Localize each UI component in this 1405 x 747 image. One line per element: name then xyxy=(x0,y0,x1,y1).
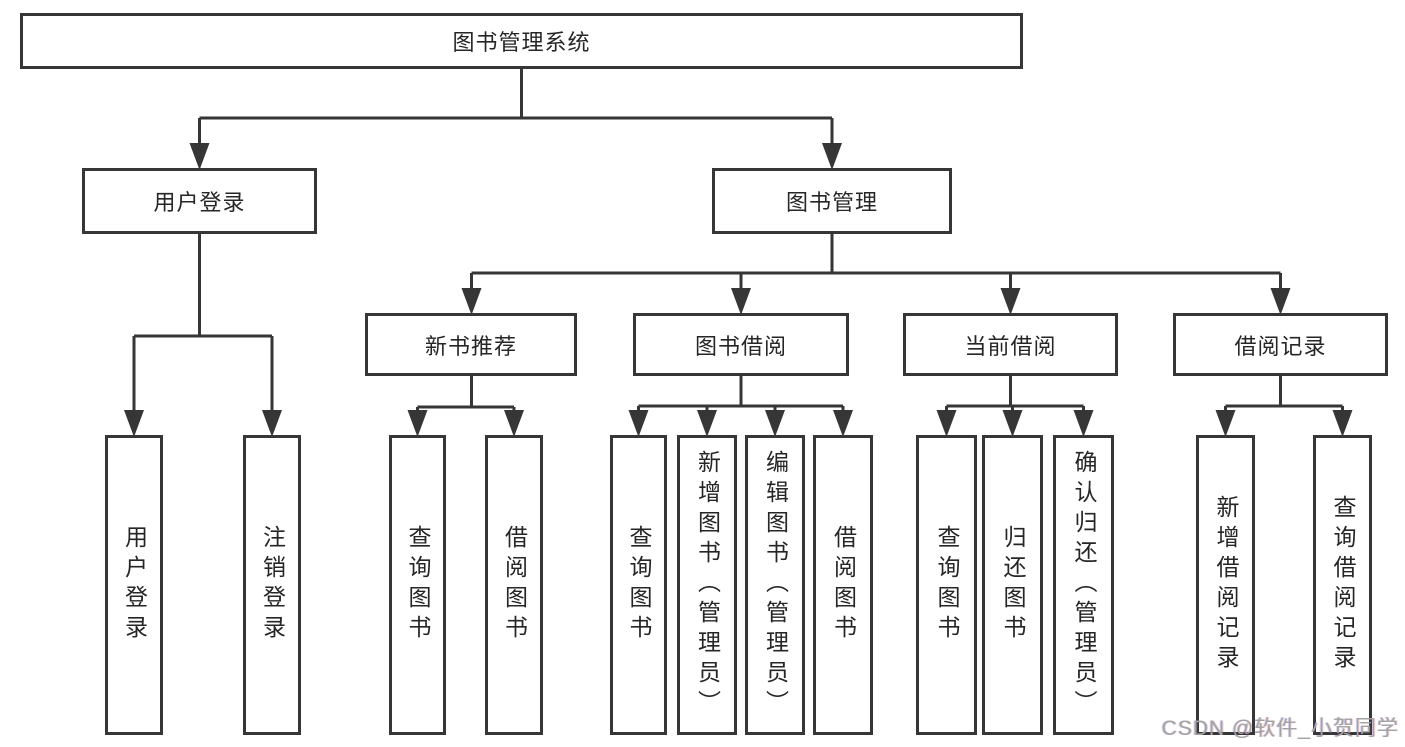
leaf-borrow-books-1: 借阅图书 xyxy=(485,435,543,735)
leaf-label: 查询借阅记录 xyxy=(1330,495,1356,675)
node-label: 新书推荐 xyxy=(424,333,517,359)
node-label: 用户登录 xyxy=(153,190,246,215)
node-label: 图书管理 xyxy=(785,190,878,215)
leaf-return-books: 归还图书 xyxy=(982,435,1043,735)
leaf-label: 借阅图书 xyxy=(830,525,857,645)
node-root: 图书管理系统 xyxy=(20,13,1023,69)
node-label: 当前借阅 xyxy=(964,333,1057,359)
leaf-query-books-1: 查询图书 xyxy=(389,435,446,735)
node-root-label: 图书管理系统 xyxy=(452,30,591,55)
leaf-user-login: 用户登录 xyxy=(105,435,163,735)
leaf-add-borrow-record: 新增借阅记录 xyxy=(1196,435,1255,735)
leaf-edit-books-admin: 编辑图书（管理员） xyxy=(745,435,805,735)
leaf-label: 查询图书 xyxy=(626,525,652,645)
arrowheads xyxy=(124,143,1353,437)
leaf-borrow-books-2: 借阅图书 xyxy=(813,435,873,735)
leaf-add-books-admin: 新增图书（管理员） xyxy=(677,435,737,735)
leaf-label: 确认归还（管理员） xyxy=(1071,450,1097,720)
leaf-confirm-return-admin: 确认归还（管理员） xyxy=(1053,435,1114,735)
csdn-watermark: CSDN @软件_小贺同学 xyxy=(1161,717,1399,740)
leaf-query-books-2: 查询图书 xyxy=(610,435,667,735)
node-book-management: 图书管理 xyxy=(712,168,952,234)
leaf-label: 查询图书 xyxy=(405,525,431,645)
leaf-label: 用户登录 xyxy=(121,525,148,645)
leaf-label: 借阅图书 xyxy=(501,525,528,645)
leaf-label: 新增图书（管理员） xyxy=(694,450,721,720)
leaf-logout: 注销登录 xyxy=(243,435,301,735)
node-user-login: 用户登录 xyxy=(82,168,317,234)
leaf-label: 查询图书 xyxy=(934,525,960,645)
node-label: 图书借阅 xyxy=(694,333,787,359)
leaf-label: 注销登录 xyxy=(259,525,286,645)
node-label: 借阅记录 xyxy=(1234,333,1327,359)
node-new-book-recommend: 新书推荐 xyxy=(365,313,577,376)
leaf-query-books-3: 查询图书 xyxy=(916,435,977,735)
leaf-label: 编辑图书（管理员） xyxy=(762,450,789,720)
leaf-label: 新增借阅记录 xyxy=(1213,495,1239,675)
leaf-label: 归还图书 xyxy=(1000,525,1026,645)
node-current-borrowing: 当前借阅 xyxy=(903,313,1118,376)
node-book-borrowing: 图书借阅 xyxy=(633,313,849,376)
node-borrowing-records: 借阅记录 xyxy=(1173,313,1388,376)
leaf-query-borrow-record: 查询借阅记录 xyxy=(1313,435,1372,735)
